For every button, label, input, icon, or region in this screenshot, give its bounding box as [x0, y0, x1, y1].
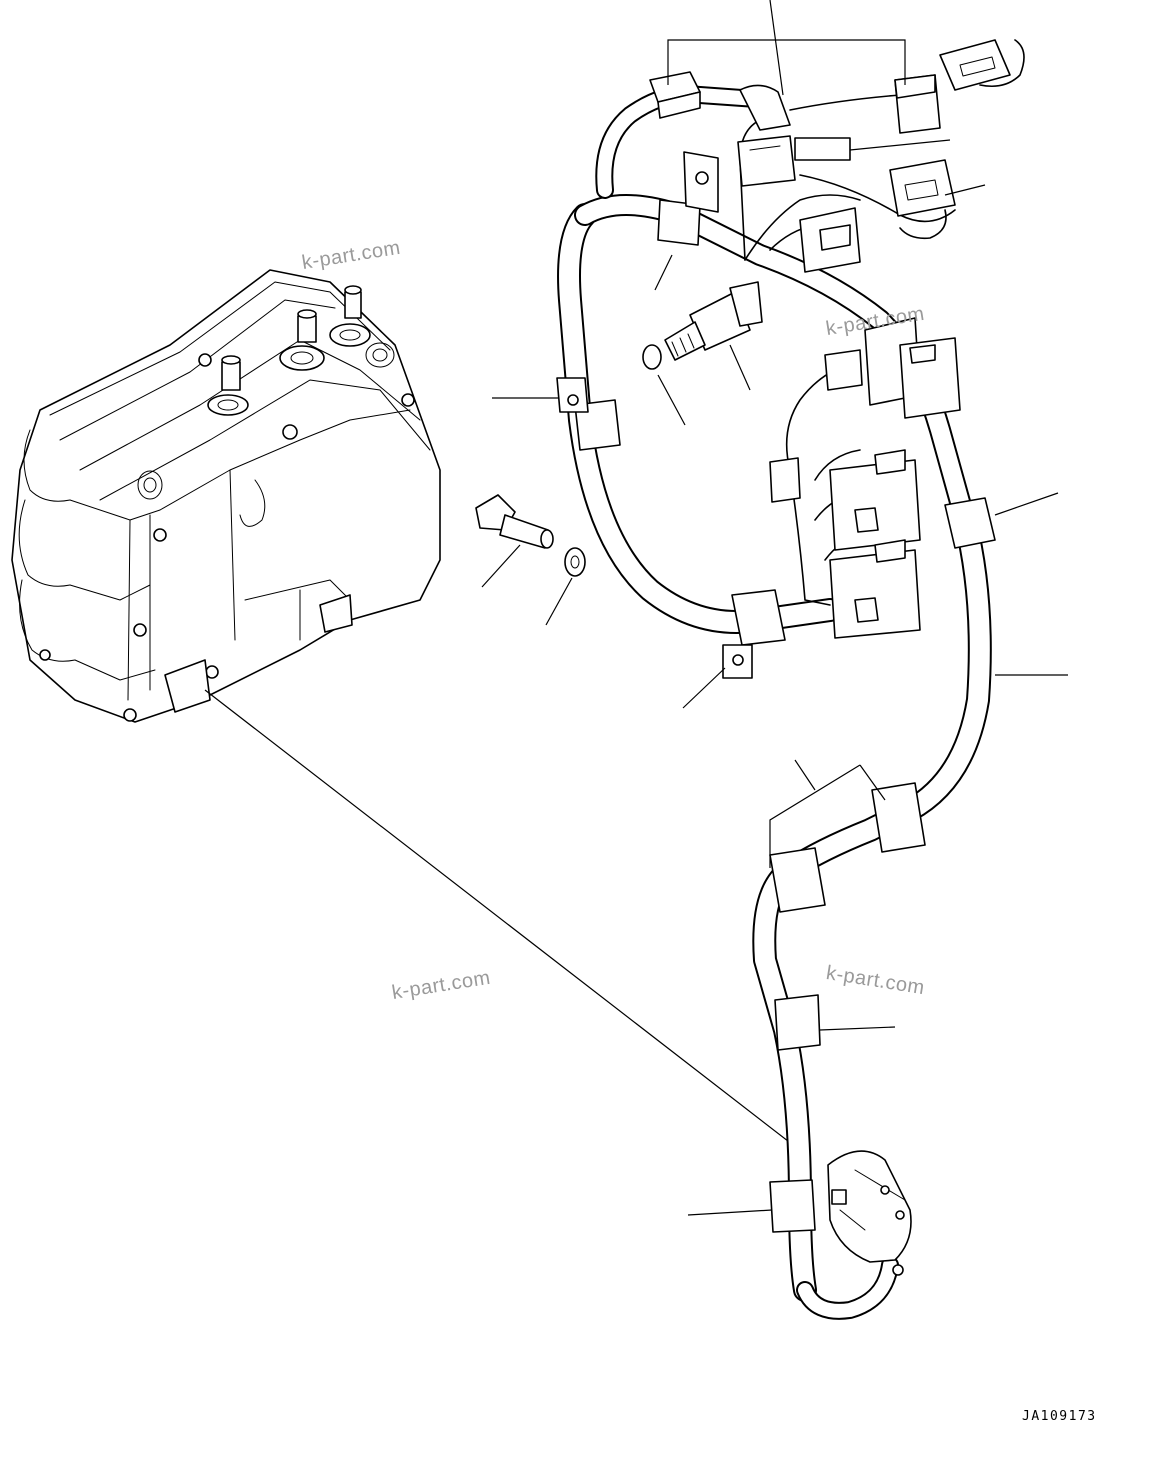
washer: [564, 547, 586, 577]
injector-3: [329, 285, 371, 347]
figure-id: JA109173: [1022, 1409, 1097, 1424]
injector-1: [207, 355, 249, 416]
injector-2: [279, 309, 325, 371]
temperature-sensor: [664, 281, 763, 361]
o-ring: [642, 344, 662, 370]
connection-leader-line: [204, 689, 807, 1156]
callout-leaders: [481, 0, 1068, 1216]
harness-clamps: [574, 71, 996, 1233]
wiring-harness: [557, 39, 1025, 1320]
engine-block: [11, 269, 441, 723]
harness-brackets: [556, 151, 753, 679]
bolt: [475, 494, 554, 549]
top-connectors: [737, 39, 1011, 273]
bottom-sensor-connector: [827, 1150, 912, 1276]
relay-connectors: [769, 317, 961, 639]
